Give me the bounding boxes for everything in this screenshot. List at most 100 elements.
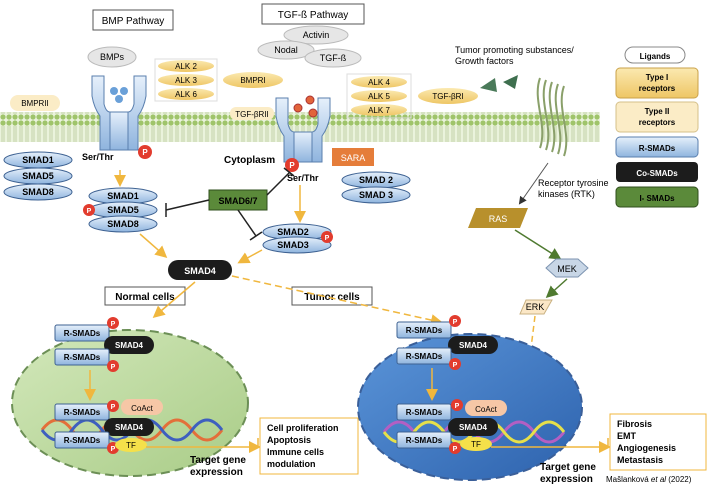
smad5-label: SMAD5 — [107, 205, 139, 215]
ras-box — [468, 208, 528, 228]
smad4-label: SMAD4 — [184, 266, 216, 276]
outcome-normal: Immune cells — [267, 447, 324, 457]
cytoplasm-label: Cytoplasm — [224, 155, 275, 166]
rtk-receptor — [536, 77, 568, 157]
smad5-label: SMAD5 — [22, 171, 54, 181]
legend-ismads-label: I- SMADs — [639, 194, 675, 203]
smad8-membrane — [3, 183, 73, 201]
alk4-label: ALK 4 — [368, 78, 390, 87]
outcome-normal: Cell proliferation — [267, 423, 339, 433]
bmpri-receptor — [223, 72, 283, 88]
legend-type1-label-2: receptors — [639, 84, 676, 93]
ras-label: RAS — [489, 214, 508, 224]
rsmads-label: R-SMADs — [406, 326, 443, 335]
smad3-label: SMAD 3 — [359, 190, 393, 200]
citation: Mašlanková et al (2022) — [606, 475, 692, 484]
legend-rsmads-label: R-SMADs — [639, 144, 676, 153]
p-label: P — [453, 319, 458, 326]
growth-factors-label: Growth factors — [455, 56, 514, 66]
coact-normal — [121, 399, 163, 415]
p-label: P — [325, 235, 330, 242]
bmp-molecule-icon — [110, 87, 118, 95]
smad3-receptor — [341, 186, 411, 204]
normal-cells-box — [104, 286, 186, 306]
normal-outcomes-box — [259, 417, 359, 475]
p-label: P — [87, 208, 92, 215]
bmp-molecule-icon — [115, 95, 123, 103]
outcome-tumor: Fibrosis — [617, 419, 652, 429]
smad67-label: SMAD6/7 — [218, 196, 257, 206]
p-label: P — [111, 446, 116, 453]
alk6-label: ALK 6 — [175, 90, 197, 99]
alk5-label: ALK 5 — [368, 92, 390, 101]
phospho-icon — [107, 360, 119, 372]
coact-label: CoAct — [475, 405, 498, 414]
smad3-phospho — [262, 236, 332, 254]
rsmads-label: R-SMADs — [406, 408, 443, 417]
bmps-label: BMPs — [100, 52, 125, 62]
tf-tumor — [460, 437, 492, 451]
rsmads-label: R-SMADs — [64, 436, 101, 445]
tgfbri-label: TGF-βRI — [432, 92, 463, 101]
tgfb-ligand — [304, 48, 362, 68]
activin-ligand — [283, 25, 349, 45]
legend-cosmads — [616, 162, 698, 182]
bmp-pathway-box — [92, 9, 174, 31]
smad5-phospho-icon — [83, 204, 95, 216]
target-gene-tumor-1: Target gene — [540, 462, 596, 473]
normal-cells-label: Normal cells — [115, 292, 175, 303]
activin-label: Activin — [303, 30, 330, 40]
coact-tumor — [465, 400, 507, 416]
tgfb-label: TGF-ß — [320, 53, 347, 63]
alk-tgf-group — [346, 73, 412, 119]
rsmads-normal-inner-top — [54, 403, 110, 421]
alk4-receptor — [351, 76, 407, 88]
sara-label: SARA — [341, 153, 366, 163]
rsmads-tumor-inner-top — [396, 403, 452, 421]
tgf-molecule-icon — [293, 103, 303, 113]
outcome-tumor: Metastasis — [617, 455, 663, 465]
alk7-label: ALK 7 — [368, 106, 390, 115]
citation-author: Mašlanková — [606, 475, 651, 484]
nodal-ligand — [257, 40, 315, 60]
bmp-receptor — [91, 75, 147, 151]
bmprii-receptor — [10, 95, 60, 111]
p-label: P — [453, 446, 458, 453]
legend-ligands — [624, 46, 686, 64]
phospho-icon — [449, 358, 461, 370]
bmp-pathway-title: BMP Pathway — [102, 16, 165, 27]
smad4-label: SMAD4 — [459, 423, 488, 432]
alk3-label: ALK 3 — [175, 76, 197, 85]
tf-label: TF — [126, 441, 136, 450]
tgfbrii-label: TGF-βRII — [235, 110, 268, 119]
rsmads-label: R-SMADs — [64, 329, 101, 338]
phospho-icon — [107, 400, 119, 412]
p-label: P — [111, 321, 116, 328]
smad4-label: SMAD4 — [115, 423, 144, 432]
smad2-label: SMAD 2 — [359, 175, 393, 185]
smad8-phospho — [88, 215, 158, 233]
alk-bmp-group — [154, 58, 218, 102]
p-label: P — [111, 404, 116, 411]
tumor-outcomes-box — [609, 413, 707, 471]
smad1-label: SMAD1 — [107, 191, 139, 201]
growth-factor-triangle-icon — [480, 78, 497, 92]
smad8-label: SMAD8 — [22, 187, 54, 197]
legend-ismads — [615, 186, 699, 208]
tgf-pathway-title: TGF-ß Pathway — [278, 10, 349, 21]
target-gene-normal-1: Target gene — [190, 455, 246, 466]
rsmads-label: R-SMADs — [406, 352, 443, 361]
phospho-icon — [449, 315, 461, 327]
smad2-label: SMAD2 — [277, 227, 309, 237]
target-gene-normal-2: expression — [190, 467, 243, 478]
target-gene-tumor-2: expression — [540, 474, 593, 485]
tgf-molecule-icon — [308, 108, 318, 118]
legend-ligands-label: Ligands — [640, 52, 671, 61]
rtk-label-2: kinases (RTK) — [538, 189, 595, 199]
bmps-ligand — [87, 46, 137, 68]
citation-etal: et al — [651, 475, 666, 484]
phospho-icon — [451, 399, 463, 411]
rtk-label-1: Receptor tyrosine — [538, 178, 609, 188]
p-label: P — [111, 364, 116, 371]
